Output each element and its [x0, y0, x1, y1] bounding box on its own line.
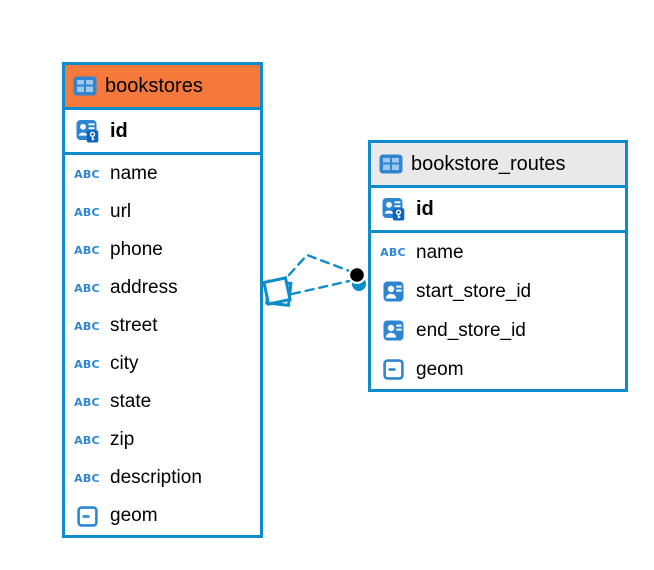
table-bookstore-routes[interactable]: bookstore_routes id ABC name start_store_… — [368, 140, 628, 392]
table-title: bookstore_routes — [411, 152, 566, 175]
column-row-address[interactable]: ABC address — [65, 269, 260, 307]
text-type-icon: ABC — [74, 357, 100, 371]
column-label: name — [416, 241, 464, 263]
primary-key-row-id[interactable]: id — [371, 188, 625, 230]
column-row-end_store_id[interactable]: end_store_id — [371, 311, 625, 350]
reference-icon — [379, 320, 407, 341]
column-label: zip — [110, 429, 135, 450]
column-row-url[interactable]: ABC url — [65, 193, 260, 231]
column-label: geom — [416, 358, 464, 380]
table-icon — [379, 154, 403, 174]
column-row-city[interactable]: ABC city — [65, 345, 260, 383]
primary-key-section: id — [65, 110, 260, 155]
columns-section: ABC name start_store_id end_store_id geom — [371, 233, 625, 389]
column-label: city — [110, 353, 139, 374]
column-row-zip[interactable]: ABC zip — [65, 421, 260, 459]
column-label: address — [110, 277, 178, 298]
column-row-description[interactable]: ABC description — [65, 459, 260, 497]
text-type-icon: ABC — [74, 319, 100, 333]
column-row-geom[interactable]: geom — [65, 497, 260, 535]
column-label: end_store_id — [416, 319, 526, 341]
text-type-icon: ABC — [74, 395, 100, 409]
table-icon — [73, 76, 97, 96]
column-row-name[interactable]: ABC name — [65, 155, 260, 193]
geometry-type-icon — [73, 505, 101, 527]
column-label: id — [416, 197, 434, 220]
column-label: phone — [110, 239, 163, 260]
text-type-icon: ABC — [74, 281, 100, 295]
primary-key-icon — [379, 197, 407, 221]
column-row-phone[interactable]: ABC phone — [65, 231, 260, 269]
text-type-icon: ABC — [74, 205, 100, 219]
text-type-icon: ABC — [380, 246, 406, 259]
relationship-edge-2[interactable] — [290, 279, 351, 296]
column-row-street[interactable]: ABC street — [65, 307, 260, 345]
reference-icon — [379, 281, 407, 302]
column-label: url — [110, 201, 132, 222]
column-row-name[interactable]: ABC name — [371, 233, 625, 272]
column-label: start_store_id — [416, 280, 532, 302]
column-label: id — [110, 119, 128, 142]
column-label: geom — [110, 505, 158, 526]
table-bookstores-header[interactable]: bookstores — [65, 65, 260, 110]
primary-key-row-id[interactable]: id — [65, 110, 260, 152]
column-label: state — [110, 391, 152, 412]
column-label: street — [110, 315, 158, 336]
text-type-icon: ABC — [74, 433, 100, 447]
table-bookstore-routes-header[interactable]: bookstore_routes — [371, 143, 625, 188]
text-type-icon: ABC — [74, 471, 100, 485]
column-row-start_store_id[interactable]: start_store_id — [371, 272, 625, 311]
relationship-edge-1[interactable] — [287, 253, 354, 277]
relationship-edges[interactable] — [287, 253, 354, 296]
column-label: description — [110, 467, 202, 488]
primary-key-section: id — [371, 188, 625, 233]
geometry-type-icon — [379, 359, 407, 380]
text-type-icon: ABC — [74, 167, 100, 181]
primary-key-icon — [73, 119, 101, 143]
table-title: bookstores — [105, 74, 203, 97]
column-row-state[interactable]: ABC state — [65, 383, 260, 421]
text-type-icon: ABC — [74, 243, 100, 257]
column-label: name — [110, 163, 158, 184]
column-row-geom[interactable]: geom — [371, 350, 625, 389]
source-anchor-diamond[interactable] — [262, 276, 293, 307]
target-anchor-dot[interactable] — [348, 266, 366, 291]
